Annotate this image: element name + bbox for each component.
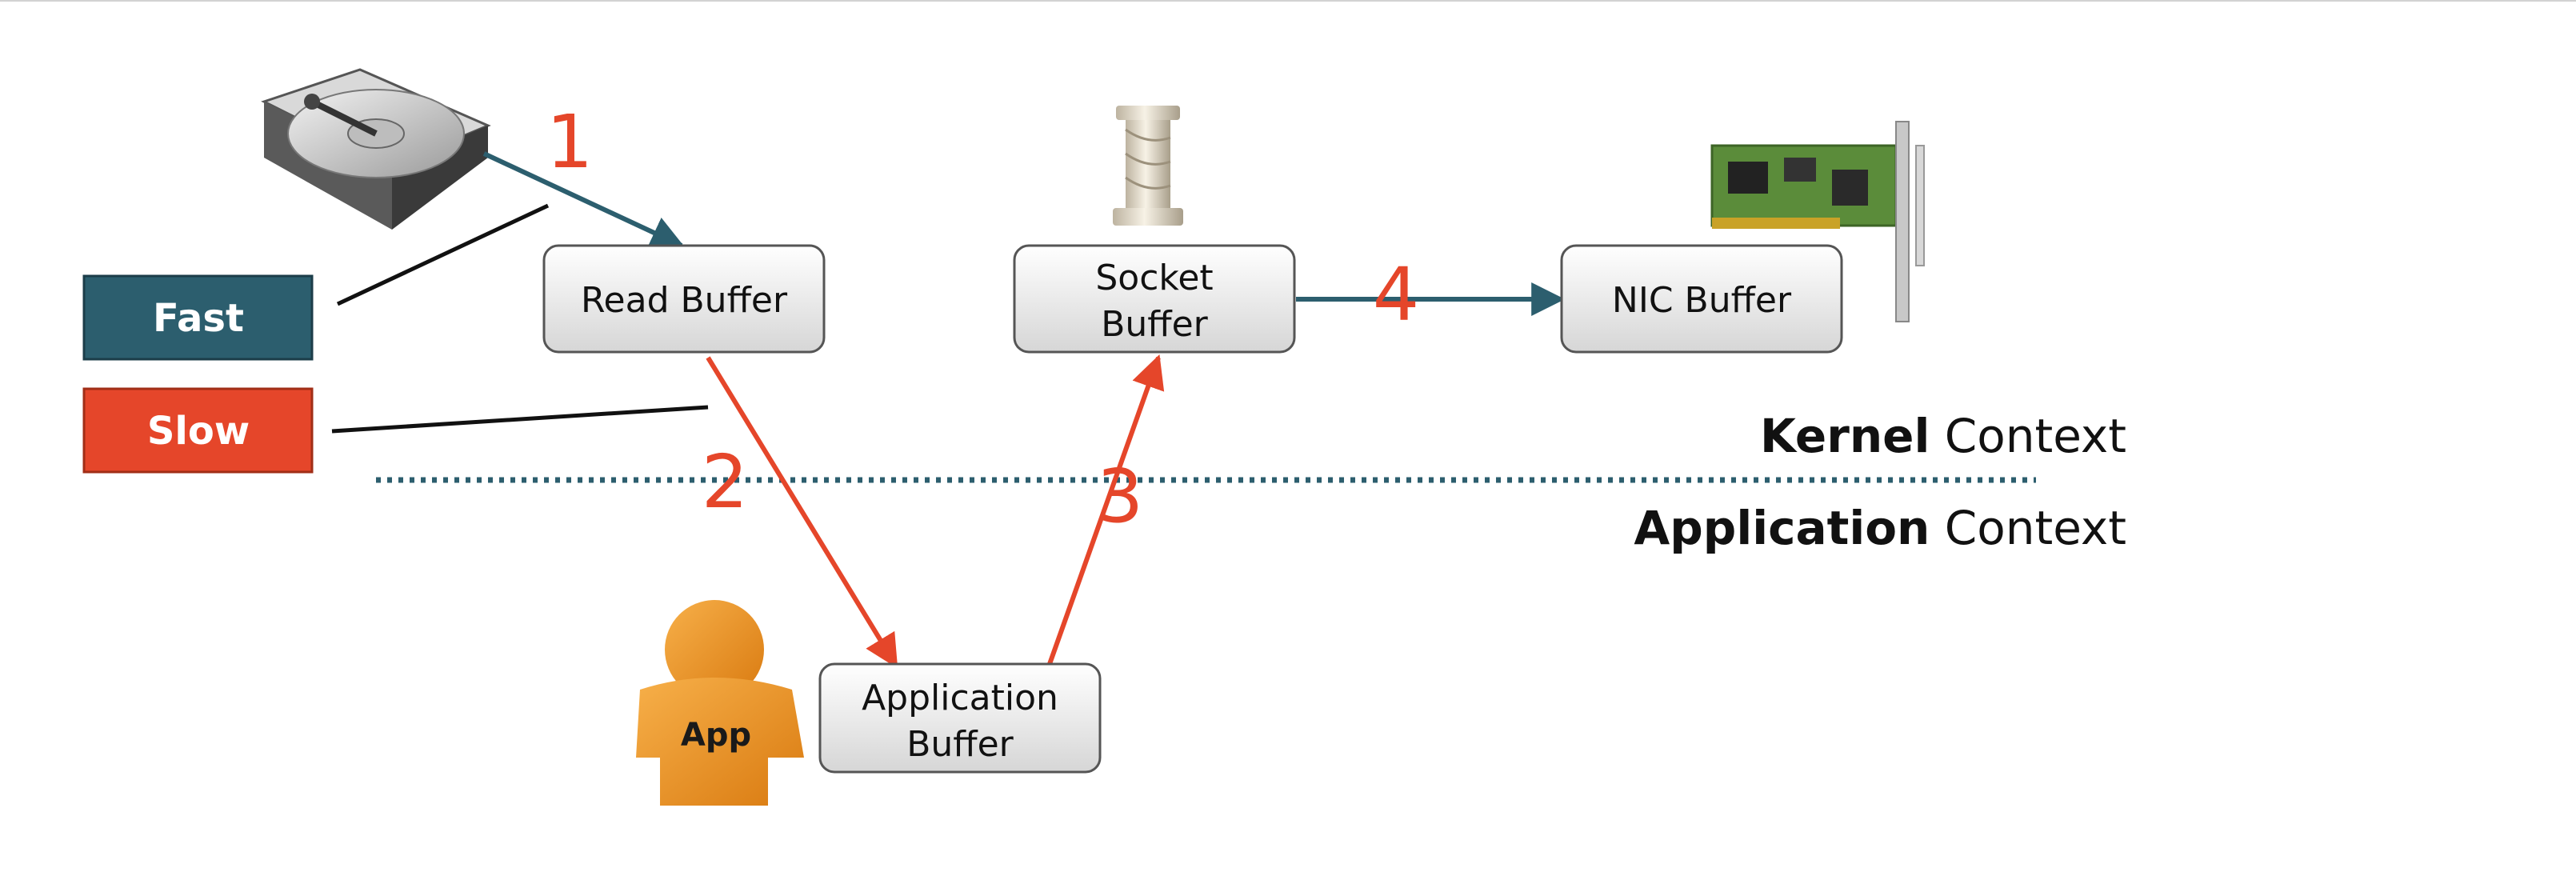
legend-fast-leader — [336, 203, 550, 306]
application-buffer-label-line2: Buffer — [906, 724, 1014, 765]
arrow-step-1 — [482, 151, 685, 249]
read-buffer-box: Read Buffer — [542, 244, 826, 354]
arrow-step-2 — [706, 356, 898, 669]
legend-fast-label: Fast — [153, 296, 244, 341]
legend-fast: Fast — [82, 274, 314, 361]
legend-slow-leader — [331, 405, 709, 434]
kernel-context-rest: Context — [1945, 409, 2126, 463]
application-buffer-box: Application Buffer — [818, 662, 1102, 774]
read-buffer-label: Read Buffer — [581, 280, 788, 321]
column-icon — [1113, 106, 1183, 226]
hard-disk-icon — [261, 68, 491, 230]
app-person-icon: App — [636, 600, 804, 806]
nic-buffer-box: NIC Buffer — [1560, 244, 1843, 354]
step-number-4: 4 — [1373, 252, 1420, 338]
socket-buffer-label-line1: Socket — [1095, 258, 1213, 298]
network-card-icon — [1710, 121, 1925, 322]
kernel-context-strong: Kernel — [1760, 409, 1930, 463]
app-person-label: App — [681, 717, 751, 754]
step-number-1: 1 — [546, 99, 594, 185]
application-context-rest: Context — [1945, 501, 2126, 555]
application-context-label: Application Context — [1634, 501, 2126, 555]
step-number-2: 2 — [702, 439, 749, 525]
legend-slow-label: Slow — [147, 409, 250, 454]
application-context-strong: Application — [1634, 501, 1930, 555]
arrow-step-3 — [1047, 354, 1165, 666]
application-buffer-label-line1: Application — [862, 678, 1058, 718]
nic-buffer-label: NIC Buffer — [1612, 280, 1792, 321]
socket-buffer-box: Socket Buffer — [1013, 244, 1296, 354]
socket-buffer-label-line2: Buffer — [1101, 304, 1208, 345]
legend-slow: Slow — [82, 387, 314, 474]
kernel-context-label: Kernel Context — [1760, 409, 2126, 463]
step-number-3: 3 — [1097, 454, 1144, 539]
